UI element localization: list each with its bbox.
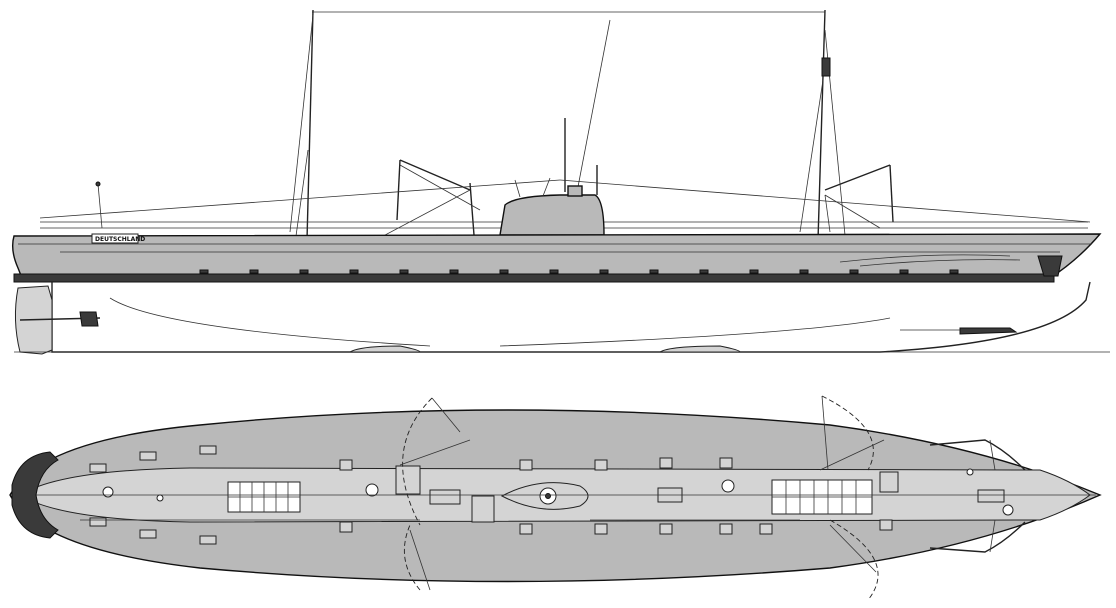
nameplate-box xyxy=(91,233,139,244)
cargo-hatch-fore xyxy=(227,481,301,513)
deck-locker-5 xyxy=(977,489,1005,503)
deck-locker-3 xyxy=(471,495,495,523)
deck-locker-1 xyxy=(395,465,421,495)
propeller xyxy=(79,311,99,327)
nameplate-text: DEUTSCHLAND xyxy=(95,236,145,243)
cargo-hatch-aft xyxy=(771,479,873,515)
aft-mast xyxy=(817,9,826,241)
plan-view xyxy=(9,395,1102,601)
bow-anchor xyxy=(1037,255,1063,277)
deck-locker-2 xyxy=(429,489,461,505)
deck-hatches xyxy=(89,445,893,545)
keel-profile xyxy=(51,281,1091,353)
derrick-swing-arcs xyxy=(399,395,885,601)
rigging xyxy=(39,9,1091,243)
hull-scuttles xyxy=(199,269,959,274)
bow-plane xyxy=(959,327,1018,335)
deck-locker-4 xyxy=(879,471,899,493)
conning-tower xyxy=(499,194,605,236)
boot-topping xyxy=(13,273,1055,283)
side-elevation-view: DEUTSCHLAND xyxy=(11,9,1110,355)
fore-mast xyxy=(306,9,314,241)
stern-guard xyxy=(11,451,59,539)
